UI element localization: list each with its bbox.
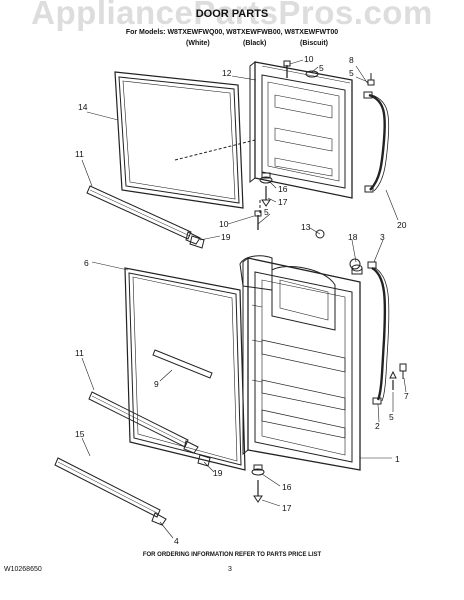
callout-4: 4: [174, 536, 179, 546]
fresh-food-door: [239, 255, 361, 471]
callout-10-middle: 10: [219, 219, 229, 229]
callout-11-upper: 11: [75, 149, 84, 159]
callout-7: 7: [404, 391, 409, 401]
freezer-door: [249, 60, 353, 199]
model-list: For Models: W8TXEWFWQ00, W8TXEWFWB00, W8…: [125, 29, 339, 36]
color-label-biscuit: (Biscuit): [300, 40, 328, 47]
freezer-hinge-parts: [259, 172, 273, 207]
callout-5-lower: 5: [389, 412, 394, 422]
document-number: W10268650: [4, 566, 42, 573]
callout-16-upper: 16: [278, 184, 288, 194]
freezer-handle: [363, 91, 390, 193]
fresh-food-handle: [367, 261, 390, 405]
callout-2: 2: [375, 421, 380, 431]
callout-17-upper: 17: [278, 197, 288, 207]
callout-20: 20: [397, 220, 407, 230]
freezer-door-gasket: [114, 71, 244, 209]
callout-15: 15: [75, 429, 85, 439]
middle-hinge-screw: [254, 210, 361, 270]
ordering-note: FOR ORDERING INFORMATION REFER TO PARTS …: [142, 552, 322, 558]
callout-5-upper: 5: [319, 63, 324, 73]
callout-19-upper: 19: [221, 232, 231, 242]
callout-9: 9: [154, 379, 159, 389]
leader-lines: [81, 59, 407, 539]
door-strip-clip-upper: [189, 235, 205, 249]
callout-16-lower: 16: [282, 482, 292, 492]
bottom-hinge-parts: [251, 464, 265, 503]
top-hinge-screws: [283, 60, 375, 86]
callout-17-lower: 17: [282, 503, 292, 513]
callout-14: 14: [78, 102, 88, 112]
callout-12: 12: [222, 68, 232, 78]
freezer-door-strip: [86, 185, 201, 245]
color-label-white: (White): [186, 40, 210, 47]
watermark: AppliancePartsPros.com: [31, 0, 433, 31]
callout-11-lower: 11: [75, 348, 84, 358]
callout-5-right: 5: [349, 68, 354, 78]
callout-8: 8: [349, 55, 354, 65]
callout-labels: 14 11 19 12 10 5 8 5 16 17 20 10 5 13 18…: [75, 54, 409, 546]
callout-5-middle: 5: [264, 207, 269, 217]
callout-10-upper: 10: [304, 54, 314, 64]
page-number: 3: [228, 566, 232, 573]
door-shelf-strip: [152, 349, 213, 379]
fresh-food-door-gasket: [124, 267, 246, 471]
callout-1: 1: [395, 454, 400, 464]
fresh-food-door-strip: [88, 391, 199, 454]
callout-13: 13: [301, 222, 311, 232]
color-label-black: (Black): [243, 40, 267, 47]
callout-3: 3: [380, 232, 385, 242]
handle-screws: [389, 363, 407, 390]
callout-18: 18: [348, 232, 358, 242]
door-stop-bushing: [351, 264, 363, 275]
callout-6: 6: [84, 258, 89, 268]
callout-19-lower: 19: [213, 468, 223, 478]
bottom-door-strip: [54, 457, 167, 526]
page-title: DOOR PARTS: [195, 8, 269, 20]
